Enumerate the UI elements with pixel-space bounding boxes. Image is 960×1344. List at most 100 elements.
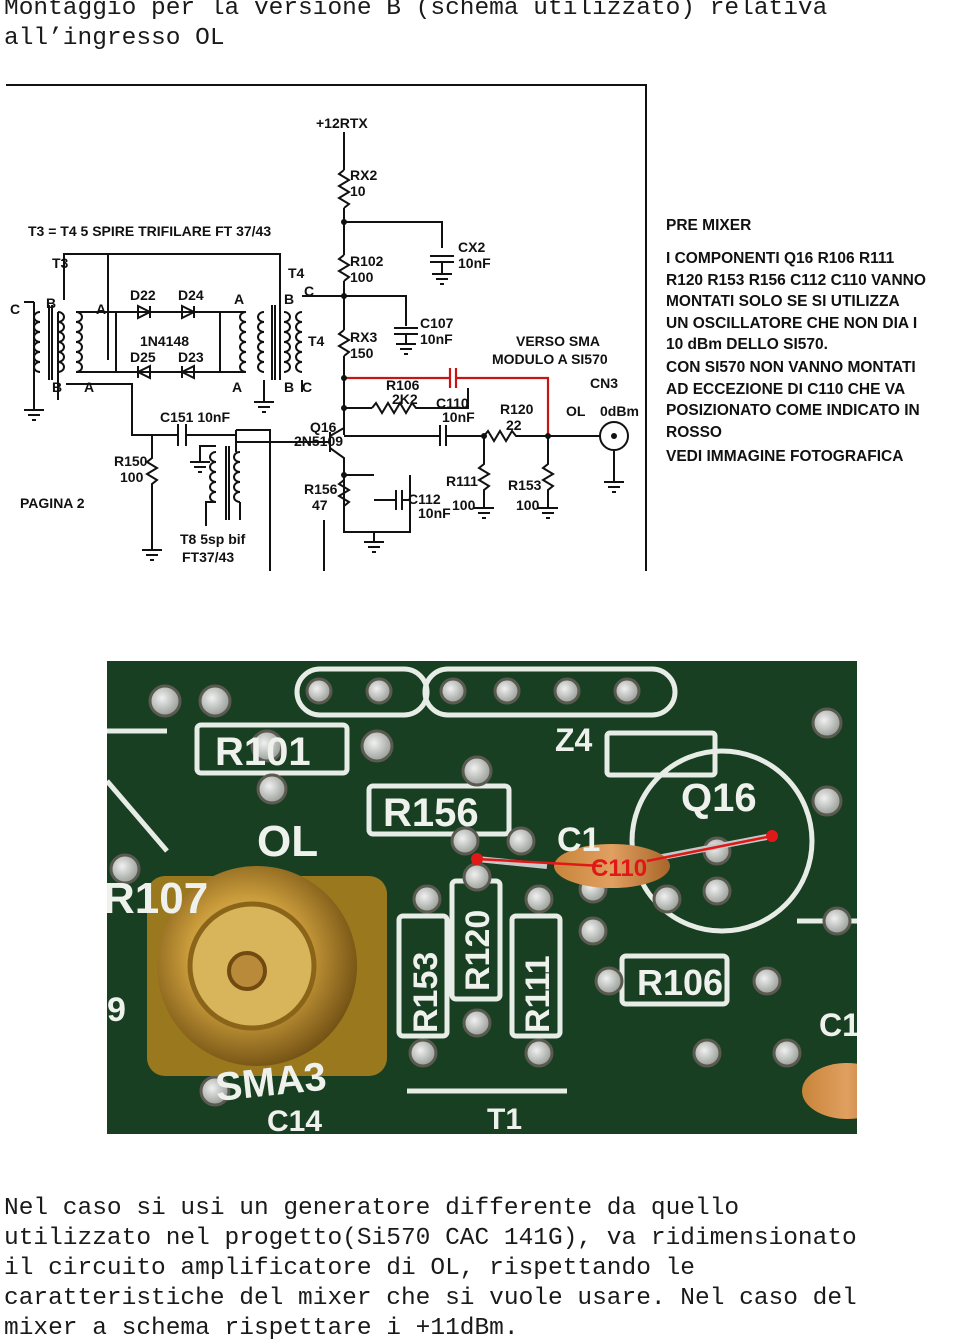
heading-line-2: all’ingresso OL — [4, 25, 225, 52]
label-verso-1: VERSO SMA — [516, 333, 600, 349]
pad — [199, 1075, 231, 1107]
label-rx3-val: 150 — [350, 345, 374, 361]
node-dot — [481, 433, 487, 439]
body-line: Nel caso si usi un generatore differente… — [4, 1195, 740, 1222]
label-c107: C107 — [420, 315, 454, 331]
node-dot — [341, 219, 347, 225]
body-line: utilizzato nel progetto(Si570 CAC 141G),… — [4, 1225, 857, 1252]
node-dot — [341, 375, 347, 381]
label-t8-2: FT37/43 — [182, 549, 234, 565]
note-line: I COMPONENTI Q16 R106 R111 — [666, 250, 895, 267]
label-c112: C112 — [408, 491, 441, 507]
silk-label-t1: T1 — [487, 1103, 522, 1134]
label-c107-val: 10nF — [420, 331, 453, 347]
silk-label-c14: C14 — [267, 1105, 322, 1134]
pad — [461, 755, 493, 787]
page-heading: Montaggio per la versione B (schema util… — [4, 0, 954, 54]
cn3-center — [611, 433, 617, 439]
t3-wiring — [57, 253, 281, 405]
label-c151: C151 10nF — [160, 409, 230, 425]
t4-coil-c — [283, 311, 291, 373]
label-t3: T3 — [52, 255, 69, 271]
marker-label-c110: C110 — [591, 855, 647, 882]
label-wind-a1: A — [96, 301, 106, 317]
red-wire-c110 — [344, 376, 550, 436]
label-wind-a2: A — [84, 379, 94, 395]
label-r150-val: 100 — [120, 469, 144, 485]
note-line: ROSSO — [666, 424, 722, 441]
note-line: 10 dBm DELLO SI570. — [666, 336, 828, 353]
label-d23: D23 — [178, 349, 204, 365]
pad — [702, 876, 732, 906]
label-d24: D24 — [178, 287, 204, 303]
c151-wire — [131, 405, 236, 436]
pad — [198, 684, 232, 718]
silk-label-r101: R101 — [215, 730, 311, 774]
label-r156-val: 47 — [312, 497, 328, 513]
label-r106: R106 — [386, 377, 420, 393]
label-rx3: RX3 — [350, 329, 377, 345]
marker-dot — [471, 853, 483, 865]
schematic-diagram: +12RTX RX2 10 CX2 10nF R102 100 C107 10n… — [6, 84, 926, 571]
label-t4-side: T4 — [308, 333, 325, 349]
label-q16-type: 2N5109 — [294, 433, 343, 449]
note-line: UN OSCILLATORE CHE NON DIA I — [666, 315, 917, 332]
label-d25: D25 — [130, 349, 156, 365]
label-t8-1: T8 5sp bif — [180, 531, 246, 547]
label-wind-b3: B — [284, 291, 294, 307]
label-pagina: PAGINA 2 — [20, 495, 85, 511]
pad — [822, 906, 852, 936]
label-r106-val: 2K2 — [392, 391, 418, 407]
t8-coil-a — [209, 451, 217, 503]
silk-misc — [107, 728, 857, 1094]
t4-coil-a — [239, 311, 247, 373]
heading-line-1: Montaggio per la versione B (schema util… — [4, 0, 828, 22]
marker-dot — [766, 830, 778, 842]
cap-right-edge — [802, 1063, 857, 1119]
pad — [408, 1038, 438, 1068]
label-c112-val: 10nF — [418, 505, 451, 521]
pad — [305, 677, 333, 705]
silk-r156 — [366, 783, 512, 837]
t4-coil-b — [257, 311, 265, 373]
pad — [412, 884, 442, 914]
label-wind-c1: C — [10, 301, 20, 317]
silk-label-r107: R107 — [107, 874, 208, 923]
label-wind-c4: C — [302, 379, 312, 395]
body-line: mixer a schema rispettare i +11dBm. — [4, 1315, 519, 1342]
silk-r111 — [509, 913, 563, 1039]
pad — [553, 677, 581, 705]
r120-resistor — [483, 429, 548, 443]
label-r153-val: 100 — [516, 497, 540, 513]
pad — [811, 707, 843, 739]
ground-left — [24, 390, 44, 421]
t3-coil-a — [33, 311, 41, 373]
node-dot — [341, 293, 347, 299]
silk-label-r120: R120 — [459, 910, 497, 991]
note-line: POSIZIONATO COME INDICATO IN — [666, 402, 920, 419]
rx3-resistor — [337, 329, 351, 357]
body-paragraph: Nel caso si usi un generatore differente… — [4, 1194, 956, 1344]
frame-border — [6, 84, 647, 571]
label-d22: D22 — [130, 287, 156, 303]
pad — [506, 826, 536, 856]
pad — [524, 884, 554, 914]
pad — [250, 729, 284, 763]
label-wind-b4: B — [284, 379, 294, 395]
pad — [439, 677, 467, 705]
red-c110-plates — [448, 368, 458, 388]
pcb-photo: R101 Z4 R156 Q16 OL C1 R107 R153 R120 R1… — [107, 661, 857, 1134]
label-cx2: CX2 — [458, 239, 485, 255]
label-cx2-val: 10nF — [458, 255, 491, 271]
cn3-connector — [599, 421, 630, 493]
silk-q16 — [629, 748, 815, 934]
pad — [811, 785, 843, 817]
pad — [493, 677, 521, 705]
r111-resistor — [474, 436, 494, 519]
c110-body — [554, 844, 670, 888]
label-r102: R102 — [350, 253, 384, 269]
pad — [450, 826, 480, 856]
label-rx2: RX2 — [350, 167, 377, 183]
r106-resistor — [371, 401, 432, 415]
t8-coil-b — [233, 451, 241, 503]
